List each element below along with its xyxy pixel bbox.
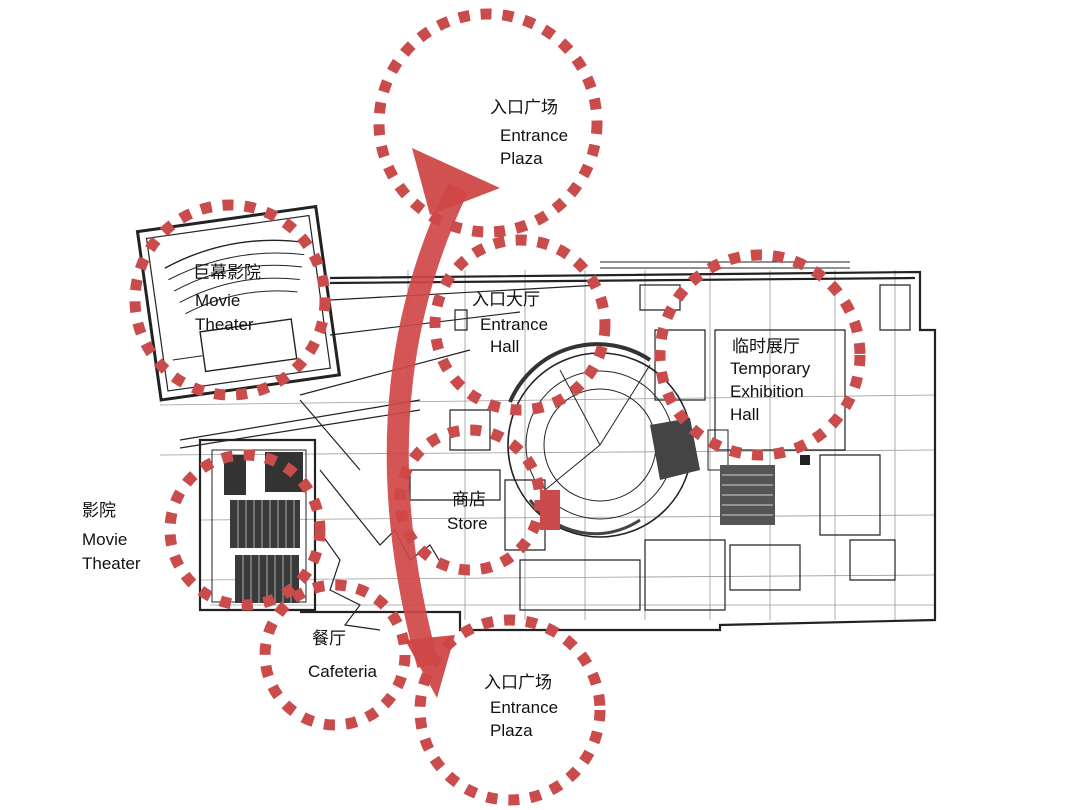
circulation-arrow: [386, 148, 500, 698]
label-entrance-plaza-top-en1: Entrance: [500, 126, 568, 145]
zone-circle-entrance-hall: [429, 234, 611, 416]
label-temporary-exhibition-en3: Hall: [730, 405, 759, 424]
zone-circles: [129, 8, 866, 806]
label-movie-theater-en2: Theater: [82, 554, 141, 573]
label-entrance-plaza-top-en2: Plaza: [500, 149, 543, 168]
label-cafeteria-en1: Cafeteria: [308, 662, 378, 681]
label-entrance-hall-en1: Entrance: [480, 315, 548, 334]
label-imax-en2: Theater: [195, 315, 254, 334]
corridor-lines: [180, 285, 600, 448]
label-temporary-exhibition-en1: Temporary: [730, 359, 811, 378]
label-movie-theater-zh: 影院: [82, 501, 116, 520]
cafeteria-structure: [300, 400, 445, 630]
zone-circle-temporary-exhibition: [654, 249, 866, 461]
label-entrance-plaza-bottom-en1: Entrance: [490, 698, 558, 717]
label-store-en1: Store: [447, 514, 488, 533]
label-entrance-plaza-bottom-zh: 入口广场: [484, 673, 552, 692]
zone-circle-cafeteria: [259, 579, 411, 731]
arrowhead-down: [405, 635, 455, 698]
label-entrance-plaza-bottom-en2: Plaza: [490, 721, 533, 740]
zone-circle-imax: [129, 199, 331, 401]
interior-walls: [410, 285, 910, 610]
label-entrance-plaza-top-zh: 入口广场: [490, 98, 558, 117]
imax-block: [137, 207, 339, 400]
labels: 入口广场 Entrance Plaza 入口大厅 Entrance Hall 巨…: [82, 98, 811, 740]
circulation-arrow-curve: [386, 183, 468, 668]
label-imax-en1: Movie: [195, 291, 240, 310]
label-imax-zh: 巨幕影院: [193, 263, 261, 282]
zone-circle-entrance-plaza-top: [373, 8, 603, 238]
label-cafeteria-zh: 餐厅: [312, 629, 346, 648]
movie-theater-block: [200, 440, 315, 610]
label-movie-theater-en1: Movie: [82, 530, 127, 549]
arrowhead-up: [412, 148, 500, 215]
label-temporary-exhibition-en2: Exhibition: [730, 382, 804, 401]
zone-circle-store: [394, 424, 546, 576]
zone-circle-movie-theater: [164, 449, 326, 611]
label-entrance-hall-en2: Hall: [490, 337, 519, 356]
label-temporary-exhibition-zh: 临时展厅: [732, 337, 800, 356]
label-entrance-hall-zh: 入口大厅: [472, 290, 540, 309]
label-store-zh: 商店: [452, 490, 486, 509]
zone-circle-entrance-plaza-bottom: [414, 614, 606, 806]
